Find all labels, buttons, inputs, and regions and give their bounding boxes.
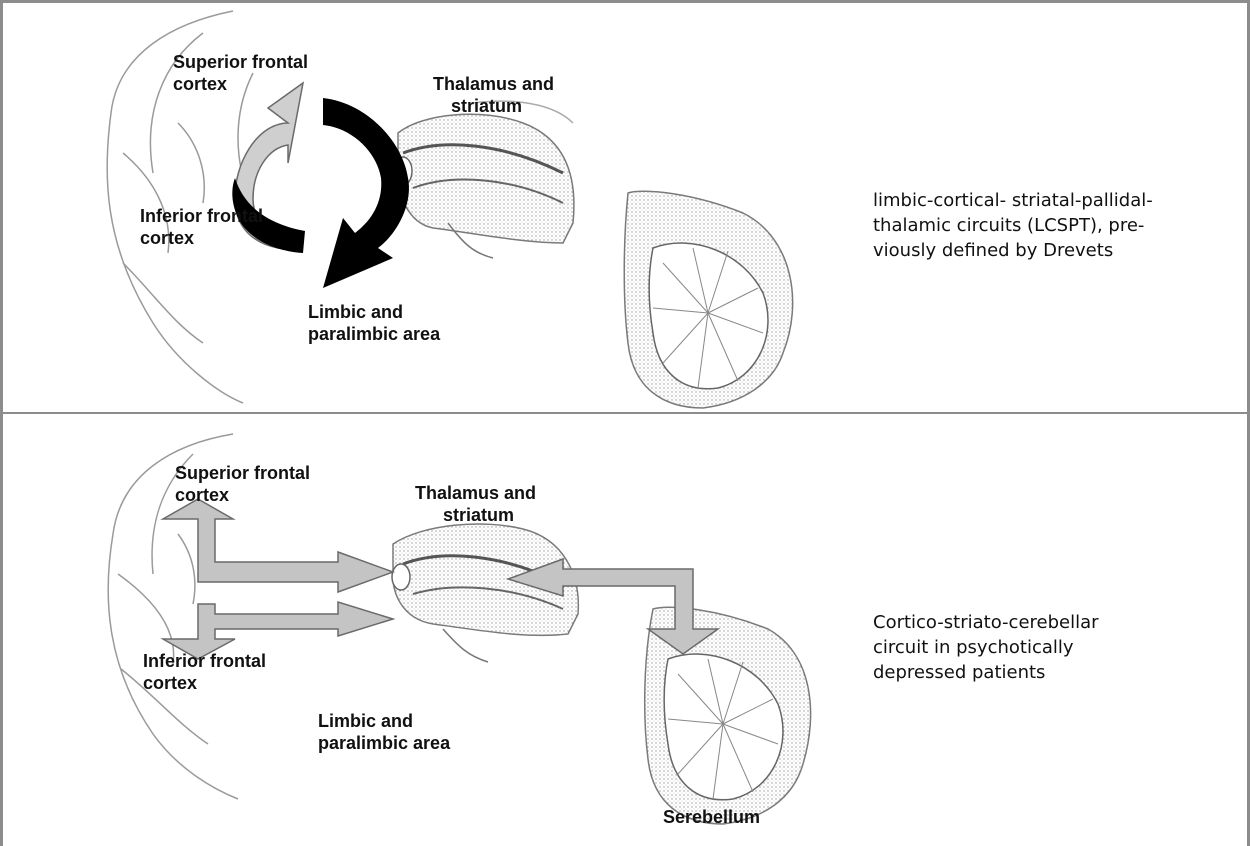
black-circular-arrow	[323, 98, 409, 288]
label-superior-frontal-cortex: Superior frontal cortex	[173, 51, 308, 95]
label-thalamus-striatum: Thalamus and striatum	[415, 482, 536, 526]
label-limbic-paralimbic: Limbic and paralimbic area	[308, 301, 440, 345]
caption-cortico-striato-cerebellar: Cortico-striato-cerebellar circuit in ps…	[873, 610, 1099, 685]
label-superior-frontal-cortex: Superior frontal cortex	[175, 462, 310, 506]
panel-cortico-striato-cerebellar: Superior frontal cortex Thalamus and str…	[3, 414, 1247, 846]
label-inferior-frontal-cortex: Inferior frontal cortex	[140, 205, 263, 249]
arrow-superior-vertical	[163, 499, 393, 592]
cerebellum-sketch	[624, 191, 792, 408]
panel-lcspt: Superior frontal cortex Thalamus and str…	[3, 3, 1247, 412]
thalamus-sketch	[394, 101, 574, 258]
label-limbic-paralimbic: Limbic and paralimbic area	[318, 710, 450, 754]
label-cerebellum: Serebellum	[663, 806, 760, 828]
label-thalamus-striatum: Thalamus and striatum	[433, 73, 554, 117]
caption-lcspt: limbic-cortical- striatal-pallidal- thal…	[873, 188, 1153, 263]
label-inferior-frontal-cortex: Inferior frontal cortex	[143, 650, 266, 694]
thalamus-sketch	[392, 524, 578, 662]
